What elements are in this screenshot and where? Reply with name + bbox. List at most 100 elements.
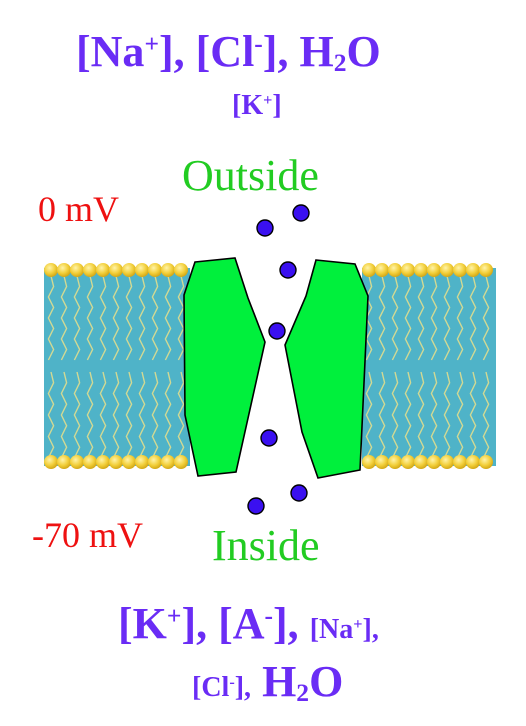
ion-dot: [268, 322, 286, 340]
lipid-head: [161, 455, 175, 469]
lipid-head: [96, 263, 110, 277]
lipid-tail: [378, 275, 386, 361]
ion-dot: [256, 219, 274, 237]
lipid-head: [440, 455, 454, 469]
outside-ions-line2: [K+]: [232, 90, 282, 121]
lipid-head: [466, 455, 480, 469]
lipid-tail: [73, 371, 81, 459]
lipid-tail: [177, 371, 185, 459]
lipid-tail: [164, 371, 172, 459]
lipid-tail: [404, 275, 412, 361]
lipid-head: [414, 455, 428, 469]
lipid-head: [70, 455, 84, 469]
lipid-tail: [365, 371, 373, 459]
lipid-tail: [404, 371, 412, 459]
channel-protein-right: [284, 259, 369, 479]
lipid-tail: [177, 275, 185, 361]
lipid-tail: [151, 371, 159, 459]
lipid-head: [96, 455, 110, 469]
lipid-head: [375, 263, 389, 277]
lipid-head: [362, 263, 376, 277]
lipid-tail: [164, 275, 172, 361]
lipid-tail: [138, 371, 146, 459]
lipid-tail: [112, 371, 120, 459]
outside-label: Outside: [182, 151, 319, 200]
lipid-head: [135, 263, 149, 277]
lipid-tail: [99, 275, 107, 361]
lipid-head: [174, 263, 188, 277]
lipid-tail: [443, 275, 451, 361]
lipid-head: [427, 455, 441, 469]
lipid-head: [83, 263, 97, 277]
lipid-head: [401, 263, 415, 277]
lipid-head: [122, 263, 136, 277]
lipid-tail: [391, 371, 399, 459]
lipid-tail: [86, 275, 94, 361]
lipid-tail: [151, 275, 159, 361]
lipid-tail: [378, 371, 386, 459]
lipid-bilayer-right: [362, 263, 496, 469]
ion-dot: [260, 429, 278, 447]
lipid-bilayer-left: [44, 263, 190, 469]
lipid-head: [44, 263, 58, 277]
outside-potential: 0 mV: [38, 189, 119, 229]
lipid-tail: [482, 371, 490, 459]
lipid-tail: [125, 371, 133, 459]
lipid-tail: [430, 275, 438, 361]
lipid-head: [44, 455, 58, 469]
lipid-head: [401, 455, 415, 469]
lipid-head: [388, 455, 402, 469]
lipid-head: [57, 263, 71, 277]
ion-dot: [279, 261, 297, 279]
lipid-head: [148, 263, 162, 277]
lipid-tail: [86, 371, 94, 459]
ions: [247, 204, 310, 515]
lipid-head: [109, 263, 123, 277]
lipid-head: [122, 455, 136, 469]
lipid-tail: [482, 275, 490, 361]
ion-dot: [247, 497, 265, 515]
lipid-tail: [47, 371, 55, 459]
lipid-tail: [125, 275, 133, 361]
lipid-tail: [47, 275, 55, 361]
lipid-head: [388, 263, 402, 277]
lipid-head: [109, 455, 123, 469]
lipid-tail: [469, 371, 477, 459]
lipid-tail: [60, 275, 68, 361]
lipid-tail: [417, 371, 425, 459]
lipid-head: [375, 455, 389, 469]
lipid-head: [70, 263, 84, 277]
lipid-head: [135, 455, 149, 469]
lipid-head: [148, 455, 162, 469]
lipid-tail: [469, 275, 477, 361]
lipid-head: [453, 455, 467, 469]
inside-ions-line2: [Cl-], H2O: [192, 657, 344, 708]
lipid-head: [362, 455, 376, 469]
lipid-tail: [456, 275, 464, 361]
lipid-head: [427, 263, 441, 277]
outside-ions-line1: [Na+], [Cl-], H2O: [76, 27, 381, 78]
lipid-head: [479, 263, 493, 277]
lipid-tail: [443, 371, 451, 459]
lipid-tail: [456, 371, 464, 459]
lipid-head: [83, 455, 97, 469]
lipid-tail: [430, 371, 438, 459]
lipid-tail: [60, 371, 68, 459]
inside-label: Inside: [212, 521, 320, 570]
lipid-tail: [138, 275, 146, 361]
lipid-head: [466, 263, 480, 277]
lipid-tail: [73, 275, 81, 361]
lipid-tail: [417, 275, 425, 361]
lipid-head: [440, 263, 454, 277]
lipid-head: [161, 263, 175, 277]
inside-potential: -70 mV: [32, 515, 143, 555]
lipid-head: [453, 263, 467, 277]
ion-dot: [292, 204, 310, 222]
inside-ions-line1: [K+], [A-], [Na+],: [118, 599, 379, 648]
ion-dot: [290, 484, 308, 502]
lipid-head: [57, 455, 71, 469]
lipid-tail: [112, 275, 120, 361]
channel-protein-left: [183, 257, 266, 477]
